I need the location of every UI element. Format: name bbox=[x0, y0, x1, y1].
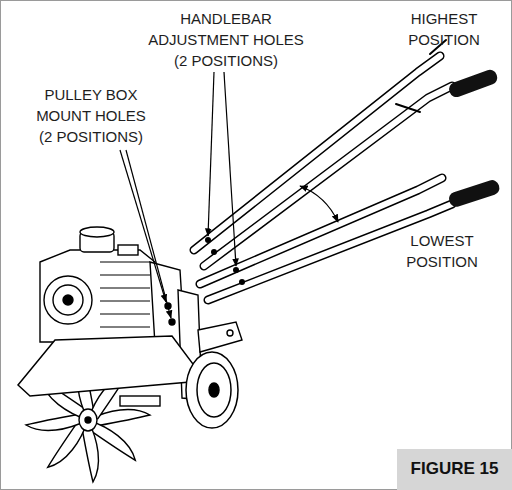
figure-caption: FIGURE 15 bbox=[397, 449, 512, 490]
part-label: HANDLEBAR ADJUSTMENT HOLES (2 POSITIONS) bbox=[145, 8, 307, 71]
part-label: LOWEST POSITION bbox=[396, 230, 488, 272]
part-label: PULLEY BOX MOUNT HOLES (2 POSITIONS) bbox=[33, 84, 149, 147]
angle-arrow bbox=[300, 186, 338, 222]
engine bbox=[40, 227, 155, 342]
tine-shield bbox=[18, 336, 196, 396]
wheel bbox=[186, 352, 238, 428]
part-label: HIGHEST POSITION bbox=[398, 8, 490, 50]
adjustment-holes bbox=[205, 237, 245, 285]
